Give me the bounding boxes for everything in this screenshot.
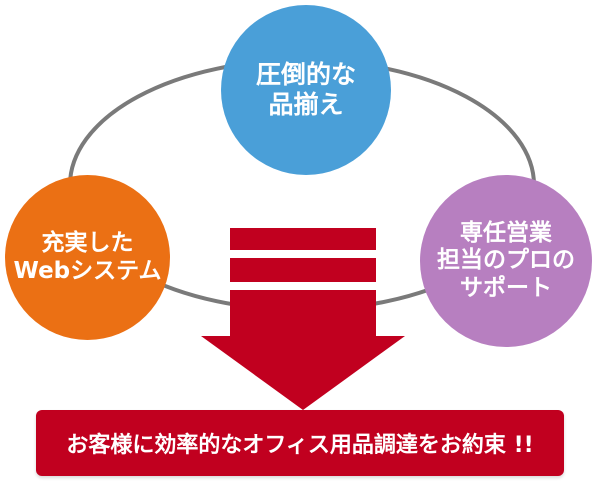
circle-product-range-line2: 品揃え xyxy=(268,90,344,119)
arrow-head xyxy=(201,290,405,410)
promise-banner-text: お客様に効率的なオフィス用品調達をお約束 !! xyxy=(66,433,534,458)
circle-sales-support-line2: 担当のプロの xyxy=(437,247,575,274)
down-arrow-icon xyxy=(201,228,405,410)
circle-product-range-line1: 圧倒的な xyxy=(255,60,356,89)
circle-web-system: 充実した Webシステム xyxy=(5,175,170,340)
circle-product-range: 圧倒的な 品揃え xyxy=(221,5,391,175)
circle-web-system-line2: Webシステム xyxy=(13,257,162,284)
promise-banner: お客様に効率的なオフィス用品調達をお約束 !! xyxy=(36,410,564,476)
arrow-stripe-middle xyxy=(230,258,376,282)
arrow-stripe-top xyxy=(230,228,376,250)
circle-sales-support-line1: 専任営業 xyxy=(460,219,552,246)
circle-sales-support: 専任営業 担当のプロの サポート xyxy=(420,175,592,347)
circle-sales-support-line3: サポート xyxy=(460,274,552,301)
circle-web-system-line1: 充実した xyxy=(41,229,134,256)
